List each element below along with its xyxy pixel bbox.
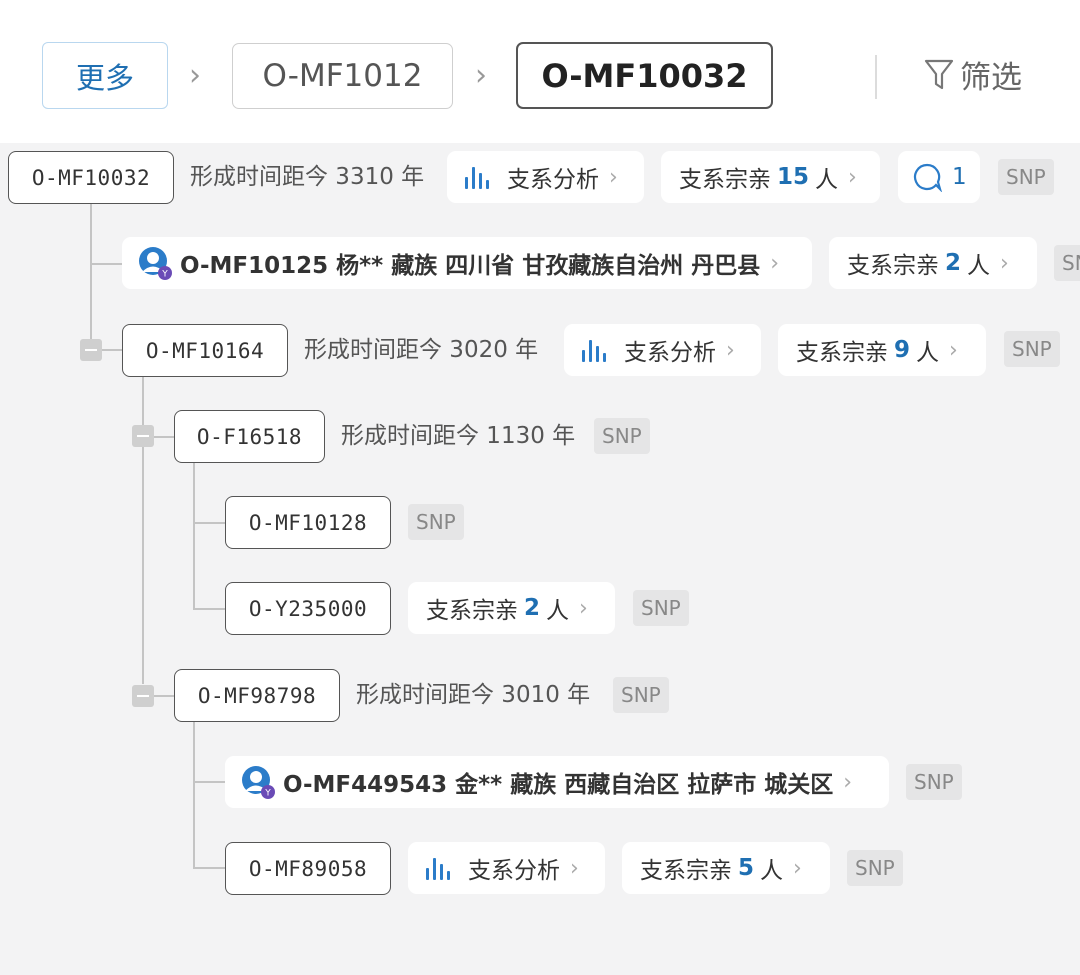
snp-badge[interactable]: SNP xyxy=(408,504,464,540)
tree-node[interactable]: O-MF10032 xyxy=(8,151,174,204)
branch-analysis-button[interactable]: 支系分析 › xyxy=(564,324,761,376)
tree-line xyxy=(193,522,225,524)
chevron-right-icon: › xyxy=(189,58,201,93)
snp-badge[interactable]: SNP xyxy=(633,590,689,626)
relatives-label: 支系宗亲 xyxy=(426,598,518,624)
filter-icon xyxy=(924,59,954,89)
branch-analysis-button[interactable]: 支系分析 › xyxy=(408,842,605,894)
relatives-label: 支系宗亲 xyxy=(796,340,888,366)
user-avatar-icon: Y xyxy=(241,765,275,799)
svg-text:Y: Y xyxy=(161,270,168,280)
node-age: 形成时间距今 3020 年 xyxy=(304,337,539,363)
relatives-suffix: 人 xyxy=(815,167,839,193)
tree-node[interactable]: O-Y235000 xyxy=(225,582,391,635)
minus-icon xyxy=(137,695,149,697)
collapse-toggle[interactable] xyxy=(80,339,102,361)
relatives-label: 支系宗亲 xyxy=(847,253,939,279)
tree-line xyxy=(193,867,225,869)
node-age: 形成时间距今 3010 年 xyxy=(356,682,591,708)
chevron-right-icon: › xyxy=(570,855,579,881)
divider xyxy=(875,55,877,99)
analysis-label: 支系分析 xyxy=(507,167,599,193)
tree-line xyxy=(193,608,225,610)
node-age: 形成时间距今 1130 年 xyxy=(341,423,576,449)
relatives-label: 支系宗亲 xyxy=(679,167,771,193)
chevron-right-icon: › xyxy=(793,855,802,881)
snp-badge[interactable]: SNP xyxy=(847,850,903,886)
breadcrumb-current: O-MF10032 xyxy=(516,42,773,109)
snp-badge[interactable]: SNP xyxy=(1054,245,1080,281)
filter-label: 筛选 xyxy=(960,60,1022,96)
tree-node[interactable]: O-MF10164 xyxy=(122,324,288,377)
snp-badge[interactable]: SNP xyxy=(998,159,1054,195)
minus-icon xyxy=(85,349,97,351)
collapse-toggle[interactable] xyxy=(132,685,154,707)
chevron-right-icon: › xyxy=(726,337,735,363)
tree-line xyxy=(193,462,195,610)
branch-relatives-button[interactable]: 支系宗亲 2 人 › xyxy=(408,582,615,634)
node-age: 形成时间距今 3310 年 xyxy=(190,164,425,190)
filter-button[interactable]: 筛选 xyxy=(924,52,1022,97)
person-info: O-MF449543 金** 藏族 西藏自治区 拉萨市 城关区 xyxy=(283,772,834,798)
snp-badge[interactable]: SNP xyxy=(594,418,650,454)
collapse-toggle[interactable] xyxy=(132,425,154,447)
snp-badge[interactable]: SNP xyxy=(906,764,962,800)
branch-analysis-button[interactable]: 支系分析 › xyxy=(447,151,644,203)
comments-count: 1 xyxy=(952,164,967,190)
tree-line xyxy=(153,436,174,438)
breadcrumb-more-button[interactable]: 更多 xyxy=(42,42,168,109)
relatives-suffix: 人 xyxy=(916,340,940,366)
tree-line xyxy=(101,349,122,351)
relatives-count: 5 xyxy=(738,855,755,881)
chevron-right-icon: › xyxy=(1000,250,1009,276)
branch-relatives-button[interactable]: 支系宗亲 9 人 › xyxy=(778,324,986,376)
relatives-count: 2 xyxy=(945,250,962,276)
bar-chart-icon xyxy=(582,338,610,362)
tree-line xyxy=(193,781,225,783)
relatives-suffix: 人 xyxy=(546,598,570,624)
branch-relatives-button[interactable]: 支系宗亲 15 人 › xyxy=(661,151,880,203)
comment-icon xyxy=(913,163,942,192)
minus-icon xyxy=(137,435,149,437)
chevron-right-icon: › xyxy=(609,164,618,190)
relatives-count: 9 xyxy=(894,337,911,363)
tree-line xyxy=(142,376,144,684)
tree-node[interactable]: O-F16518 xyxy=(174,410,325,463)
person-entry[interactable]: Y O-MF449543 金** 藏族 西藏自治区 拉萨市 城关区 › xyxy=(225,756,889,808)
chevron-right-icon: › xyxy=(848,164,857,190)
analysis-label: 支系分析 xyxy=(624,340,716,366)
snp-badge[interactable]: SNP xyxy=(1004,331,1060,367)
branch-relatives-button[interactable]: 支系宗亲 5 人 › xyxy=(622,842,830,894)
chevron-right-icon: › xyxy=(579,595,588,621)
tree-line xyxy=(90,263,122,265)
tree-line xyxy=(90,204,92,340)
relatives-suffix: 人 xyxy=(760,858,784,884)
relatives-count: 2 xyxy=(524,595,541,621)
bar-chart-icon xyxy=(426,856,454,880)
snp-badge[interactable]: SNP xyxy=(613,677,669,713)
tree-node[interactable]: O-MF98798 xyxy=(174,669,340,722)
tree-node[interactable]: O-MF89058 xyxy=(225,842,391,895)
comments-button[interactable]: 1 xyxy=(898,151,980,203)
svg-text:Y: Y xyxy=(264,789,271,799)
chevron-right-icon: › xyxy=(770,250,780,276)
person-info: O-MF10125 杨** 藏族 四川省 甘孜藏族自治州 丹巴县 xyxy=(180,253,761,279)
tree-node[interactable]: O-MF10128 xyxy=(225,496,391,549)
relatives-label: 支系宗亲 xyxy=(640,858,732,884)
person-entry[interactable]: Y O-MF10125 杨** 藏族 四川省 甘孜藏族自治州 丹巴县 › xyxy=(122,237,812,289)
chevron-right-icon: › xyxy=(843,769,853,795)
bar-chart-icon xyxy=(465,165,493,189)
breadcrumb-parent[interactable]: O-MF1012 xyxy=(232,43,453,109)
chevron-right-icon: › xyxy=(475,58,487,93)
analysis-label: 支系分析 xyxy=(468,858,560,884)
tree-line xyxy=(153,695,174,697)
relatives-suffix: 人 xyxy=(967,253,991,279)
relatives-count: 15 xyxy=(777,164,810,190)
branch-relatives-button[interactable]: 支系宗亲 2 人 › xyxy=(829,237,1037,289)
user-avatar-icon: Y xyxy=(138,246,172,280)
tree-line xyxy=(193,721,195,869)
chevron-right-icon: › xyxy=(949,337,958,363)
